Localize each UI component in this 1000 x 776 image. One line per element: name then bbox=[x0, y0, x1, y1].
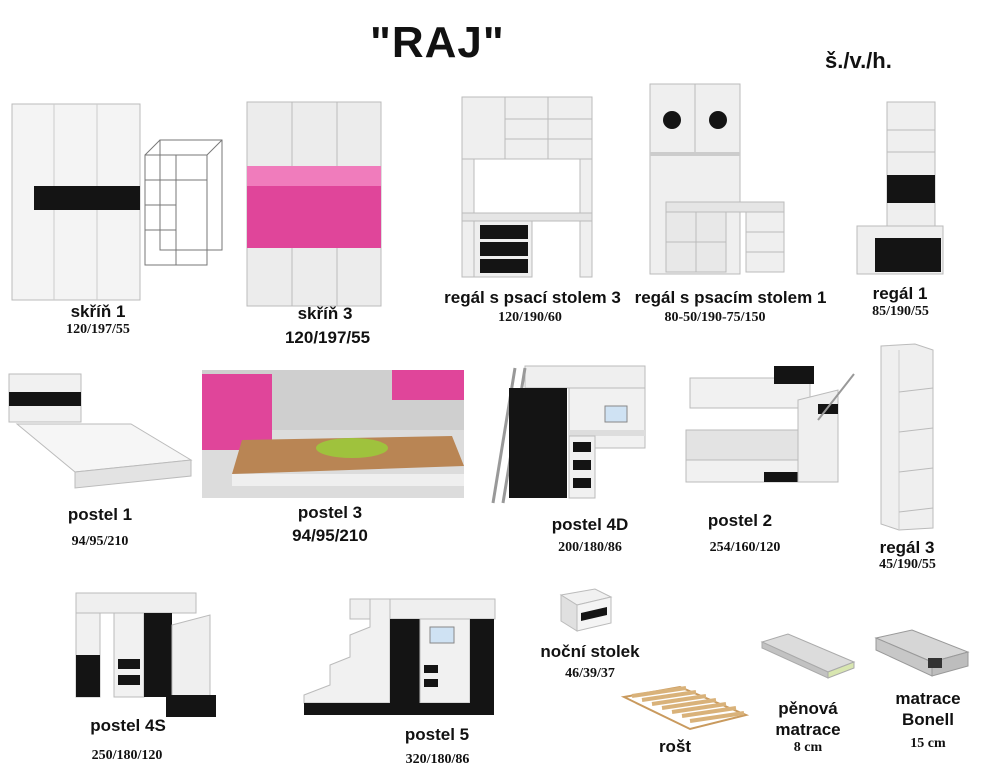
shelf-1-label: regál 1 bbox=[872, 284, 928, 303]
shelf-desk-3-image bbox=[461, 96, 593, 278]
foam-mattress-dims: 8 cm bbox=[793, 740, 823, 755]
shelf-desk-3-label: regál s psací stolem 3 bbox=[444, 288, 621, 307]
bed-1-image bbox=[8, 373, 193, 489]
bonell-mattress-dims: 15 cm bbox=[910, 736, 946, 751]
wardrobe-3-image bbox=[246, 101, 382, 307]
shelf-1-dims: 85/190/55 bbox=[872, 304, 929, 319]
bed-1-label: postel 1 bbox=[67, 505, 133, 524]
bed-4d-image bbox=[491, 365, 646, 504]
bed-3-image bbox=[202, 370, 464, 498]
shelf-desk-1-label: regál s psacím stolem 1 bbox=[634, 288, 827, 307]
foam-mattress-label-line1: pěnová matrace bbox=[775, 699, 841, 739]
bed-4s-label: postel 4S bbox=[90, 716, 166, 735]
foam-mattress-image bbox=[760, 633, 856, 679]
bed-5-label: postel 5 bbox=[404, 725, 470, 744]
wardrobe-3-label: skříň 3 bbox=[297, 304, 353, 323]
bed-4s-image bbox=[75, 592, 216, 717]
bonell-mattress-label: matrace Bonell bbox=[895, 689, 961, 729]
bonell-mattress-image bbox=[874, 629, 970, 677]
bed-2-label: postel 2 bbox=[707, 511, 773, 530]
nightstand-dims: 46/39/37 bbox=[565, 666, 615, 681]
bed-4s-dims: 250/180/120 bbox=[91, 748, 163, 763]
shelf-3-label: regál 3 bbox=[879, 538, 935, 557]
bed-5-dims: 320/180/86 bbox=[405, 752, 470, 767]
nightstand-image bbox=[559, 588, 613, 632]
wardrobe-1-dims: 120/197/55 bbox=[66, 322, 130, 337]
nightstand-label: noční stolek bbox=[540, 642, 640, 661]
shelf-1-image bbox=[856, 101, 944, 275]
wardrobe-3-dims: 120/197/55 bbox=[284, 328, 371, 347]
wardrobe-1-image bbox=[11, 103, 223, 301]
shelf-desk-3-dims: 120/190/60 bbox=[498, 310, 562, 325]
slatted-base-image bbox=[620, 685, 750, 731]
dimensions-legend: š./v./h. bbox=[825, 48, 892, 73]
slatted-base-label: rošt bbox=[658, 737, 692, 756]
shelf-desk-1-dims: 80-50/190-75/150 bbox=[664, 310, 766, 325]
bed-4d-label: postel 4D bbox=[551, 515, 629, 534]
bed-2-dims: 254/160/120 bbox=[709, 540, 781, 555]
bed-1-dims: 94/95/210 bbox=[71, 534, 129, 549]
shelf-3-dims: 45/190/55 bbox=[879, 557, 936, 572]
wardrobe-1-label: skříň 1 bbox=[70, 302, 126, 321]
bed-2-image bbox=[685, 366, 855, 483]
page-title: "RAJ" bbox=[370, 18, 505, 67]
bed-4d-dims: 200/180/86 bbox=[558, 540, 622, 555]
bed-5-image bbox=[303, 598, 496, 715]
bed-3-label: postel 3 bbox=[297, 503, 363, 522]
shelf-desk-1-image bbox=[649, 83, 785, 275]
shelf-3-image bbox=[880, 343, 934, 531]
bed-3-dims: 94/95/210 bbox=[292, 526, 368, 545]
